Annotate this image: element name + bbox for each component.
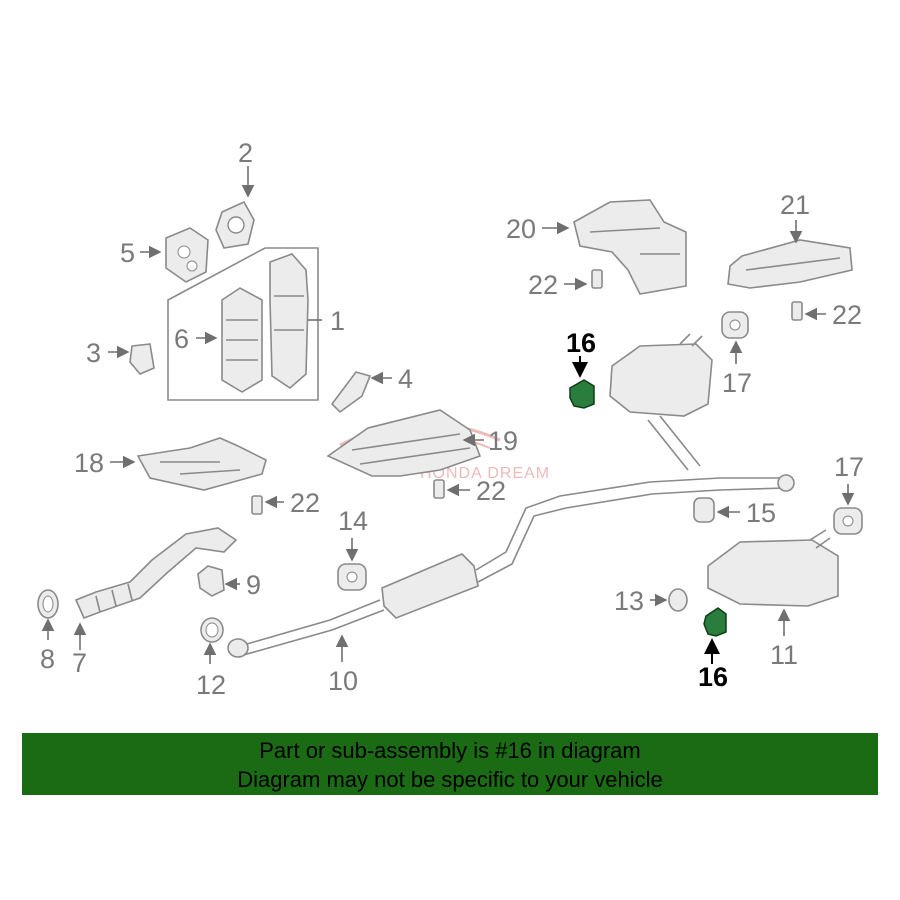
callout-20: 20 [506,214,536,244]
callout-4: 4 [398,364,413,394]
notice-banner: Part or sub-assembly is #16 in diagram D… [22,733,878,795]
part-5-flange [165,227,209,283]
callout-22-c: 22 [290,488,320,518]
part-7-front-pipe [74,527,238,620]
part-19-shield [326,409,482,477]
part-13-gasket [668,588,688,612]
callout-19: 19 [488,426,518,456]
part-15-mount [693,497,715,523]
part-2-gasket [215,200,255,249]
leader-lines [41,166,855,664]
banner-line-1: Part or sub-assembly is #16 in diagram [259,738,641,763]
part-16-hanger-a [569,379,595,409]
part-16-hanger-b [703,607,727,637]
callout-22-a: 22 [528,270,558,300]
group-box-1 [167,247,319,401]
callout-22-d: 22 [476,476,506,506]
callout-6: 6 [174,324,189,354]
callout-11: 11 [770,640,798,670]
part-3-bracket [129,343,155,375]
bolt-22-d [433,479,445,499]
callout-9: 9 [246,570,261,600]
part-8-gasket [37,589,59,619]
exhaust-system-diagram: HONDA DREAM [37,138,864,700]
bolt-22-b [791,301,803,321]
callout-16-a: 16 [566,328,596,358]
part-4-stay [330,371,372,414]
part-17-mount-a [721,311,749,339]
callout-5: 5 [120,238,135,268]
part-21-shield [727,239,853,289]
part-14-mount [337,563,367,591]
callout-1: 1 [330,306,345,336]
part-10-center-pipe [227,415,795,658]
part-17-mount-b [833,507,863,535]
callout-21: 21 [780,190,810,220]
callout-2: 2 [238,138,253,168]
banner-line-2: Diagram may not be specific to your vehi… [237,767,663,792]
callout-10: 10 [328,666,358,696]
part-1-converter [269,253,309,390]
callout-8: 8 [40,644,55,674]
callout-17-b: 17 [834,452,864,482]
part-9-clamp [197,565,225,597]
callout-18: 18 [74,448,104,478]
callout-13: 13 [614,586,644,616]
bolt-22-c [251,495,263,515]
part-18-shield [136,437,267,491]
callout-7: 7 [72,648,87,678]
callout-22-b: 22 [832,300,862,330]
callout-15: 15 [746,498,776,528]
part-12-gasket [200,617,224,643]
part-11-muffler [707,529,839,607]
callout-16-b: 16 [698,662,728,692]
callout-17-a: 17 [722,368,752,398]
callout-3: 3 [86,338,101,368]
part-20-shield [573,199,687,295]
bolt-22-a [591,269,603,289]
callout-12: 12 [196,670,226,700]
part-6-shield [221,287,263,393]
upper-muffler [609,333,713,417]
callout-14: 14 [338,506,368,536]
svg-text:HONDA DREAM: HONDA DREAM [420,465,550,482]
